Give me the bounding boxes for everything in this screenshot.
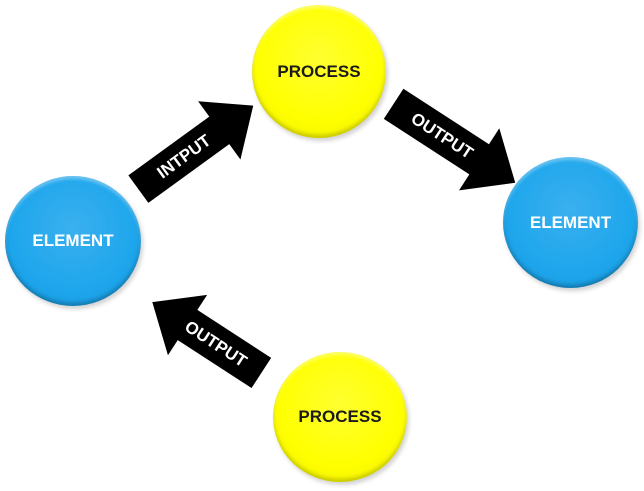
arrow-input-shape — [128, 101, 254, 203]
process-node-bottom: PROCESS — [273, 352, 407, 482]
arrow-output-right-shape — [383, 88, 516, 191]
arrow-input: INTPUT — [110, 78, 280, 218]
element-node-left: ELEMENT — [5, 176, 141, 306]
process-node-bottom-label: PROCESS — [298, 407, 382, 426]
arrow-output-left-shape — [152, 294, 272, 389]
element-node-left-label: ELEMENT — [32, 231, 114, 250]
arrow-output-left: OUTPUT — [132, 282, 282, 392]
arrow-output-right: OUTPUT — [372, 85, 542, 205]
process-node-top-label: PROCESS — [277, 61, 361, 81]
element-node-right: ELEMENT — [503, 157, 638, 288]
element-node-right-label: ELEMENT — [529, 212, 612, 232]
process-node-top: PROCESS — [252, 5, 386, 138]
